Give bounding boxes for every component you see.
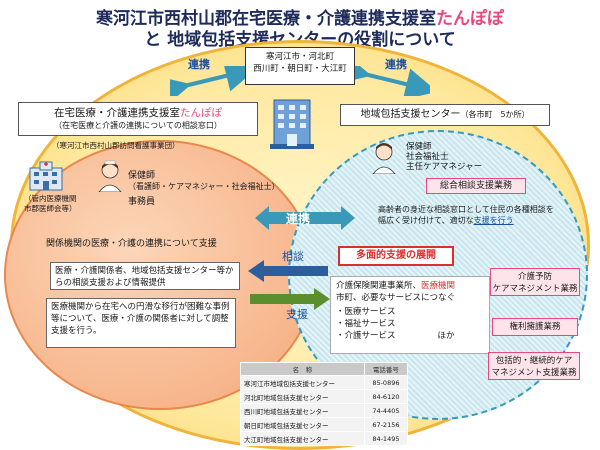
table-header: 名 称 [240, 362, 365, 376]
male-staff-icon [372, 143, 396, 174]
female-nurse-icon [98, 160, 122, 192]
consult-desc: 高齢者の身近な相談窓口として住民の各種相談を幅広く受け付けて、適切な支援を行う [378, 205, 554, 225]
table-header: 電話番号 [363, 362, 409, 376]
support-heading: 関係機関の医療・介護の連携について支援 [46, 239, 217, 249]
renkei-label: 連携 [286, 212, 311, 226]
multi-support-box: 多面的支援の展開 [338, 246, 454, 266]
staff-clerk: 事務員 [128, 197, 156, 207]
title-highlight: たんぽぽ [436, 9, 504, 29]
soudan-label: 相談 [282, 250, 304, 263]
continuous-care-box: 包括的・継続的ケア マネジメント支援業務 [488, 352, 580, 380]
prevention-care-box: 介護予防 ケアマネジメント業務 [490, 268, 580, 296]
general-consult-box: 総合相談支援業務 [426, 178, 526, 194]
staff-list: 保健師 社会福祉士 主任ケアマネジャー [406, 142, 483, 172]
renkei-arrow [255, 206, 355, 230]
coordination-box: 医療機関から在宅への円滑な移行が困難な事例等について、医療・介護の関係者に対して… [46, 298, 236, 348]
hospital-icon [29, 161, 63, 191]
service-box: 介護保険関連事業所、医療機関 市町、必要なサービスにつなぐ ・医療サービス ・福… [330, 276, 490, 354]
right-link-arrow [350, 66, 430, 96]
org-note: （寒河江市西村山郡訪問看護事業団） [52, 141, 180, 150]
center-header: 地域包括支援センター（各市町 5か所） [340, 104, 550, 126]
left-link-arrow [170, 66, 250, 96]
shien-label: 支援 [286, 308, 308, 321]
staff-detail: （看護師・ケアマネジャー・社会福祉士） [128, 182, 280, 191]
medical-label: （管内医療機関 市郡医師会等） [24, 194, 77, 213]
staff-title: 保健師 [128, 171, 156, 181]
shien-arrow [250, 288, 330, 310]
municipality-box: 寒河江市・河北町 西川町・朝日町・大江町 [245, 47, 355, 85]
rights-advocacy-box: 権利擁護業務 [492, 318, 578, 336]
soudan-arrow [248, 260, 328, 282]
tanpopo-header: 在宅医療・介護連携支援室たんぽぽ （在宅医療と介護の連携についての相談窓口） [18, 102, 258, 136]
link-label-left: 連携 [188, 58, 210, 71]
consult-support-box: 医療・介護関係者、地域包括支援センター等からの相談支援および情報提供 [50, 262, 240, 290]
page-title: 寒河江市西村山郡在宅医療・介護連携支援室たんぽぽ [96, 9, 504, 29]
building-icon [270, 99, 314, 149]
link-label-right: 連携 [385, 58, 407, 71]
